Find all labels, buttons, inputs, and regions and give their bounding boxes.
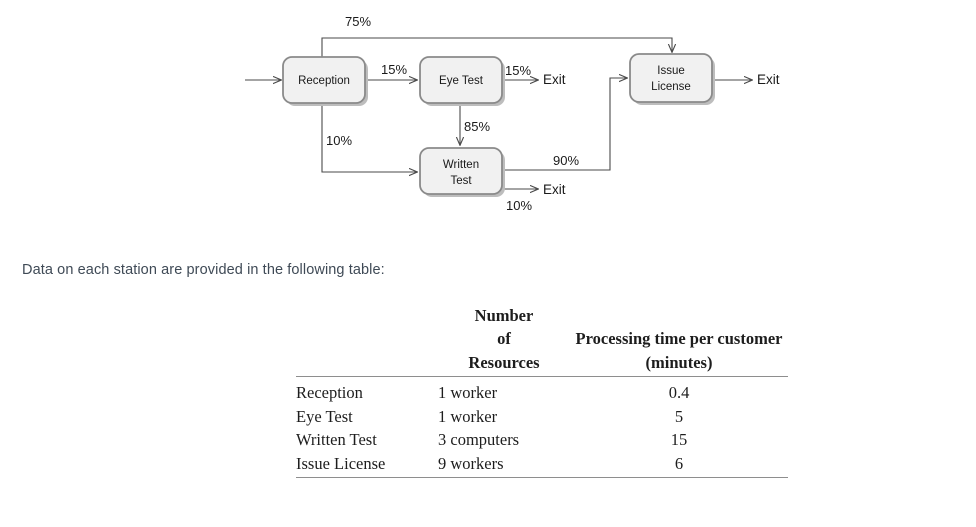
node-eye-test-label: Eye Test [439, 75, 484, 87]
node-issue-license-label-line1: Issue [657, 65, 685, 77]
node-issue-license-label-line2: License [651, 81, 691, 93]
station-data-table: Number of Resources Processing time per … [296, 304, 788, 376]
table-header-resources: Number of Resources [438, 304, 570, 376]
cell-time: 6 [674, 453, 684, 473]
cell-resources: 1 worker [438, 406, 498, 426]
table-header-resources-line2: of [497, 329, 511, 349]
cell-time: 0.4 [668, 383, 690, 403]
cell-resources: 9 workers [438, 453, 504, 473]
edge-label-85-percent: 85% [464, 119, 490, 134]
cell-resources: 1 worker [438, 383, 498, 403]
edge-label-10-percent-reception-written: 10% [326, 133, 352, 148]
station-data-table-wrapper: Number of Resources Processing time per … [296, 304, 788, 478]
station-data-table-body: Reception 1 worker 0.4 Eye Test 1 worker… [296, 379, 788, 475]
cell-resources: 3 computers [438, 430, 520, 450]
table-header-row: Number of Resources Processing time per … [296, 304, 788, 376]
table-row: Written Test 3 computers 15 [296, 428, 788, 451]
table-rule-top [296, 376, 788, 378]
table-header-time-line1: Processing time per customer [575, 329, 783, 349]
exit-label-eye-test: Exit [543, 72, 566, 87]
intro-paragraph: Data on each station are provided in the… [22, 262, 385, 278]
table-header-processing-time: Processing time per customer (minutes) [570, 304, 788, 376]
table-row: Issue License 9 workers 6 [296, 452, 788, 475]
node-reception[interactable]: Reception [282, 56, 368, 106]
edge-reception-to-issue-license [321, 37, 672, 57]
edge-written-test-to-issue-license [502, 78, 627, 171]
edge-reception-to-written-test [321, 103, 417, 172]
exit-label-issue-license: Exit [757, 72, 780, 87]
exit-label-written-test: Exit [543, 182, 566, 197]
flow-connectors [245, 37, 752, 189]
table-header-time-line2: (minutes) [645, 352, 713, 372]
table-row: Reception 1 worker 0.4 [296, 379, 788, 404]
edge-label-15-percent-reception-eye: 15% [381, 62, 407, 77]
cell-time: 5 [674, 406, 684, 426]
node-written-test-label-line2: Test [450, 175, 472, 187]
cell-station: Issue License [296, 453, 386, 473]
cell-station: Reception [296, 383, 363, 403]
table-row: Eye Test 1 worker 5 [296, 405, 788, 428]
edge-label-15-percent-eye-exit: 15% [505, 63, 531, 78]
node-written-test-label-line1: Written [443, 159, 479, 171]
cell-station: Written Test [296, 430, 377, 450]
node-eye-test[interactable]: Eye Test [419, 56, 505, 106]
edge-label-10-percent-written-exit: 10% [506, 198, 532, 213]
process-flow-diagram: Reception Eye Test Written Test Issue Li… [0, 0, 976, 230]
table-rule-bottom [296, 476, 788, 478]
table-header-station [296, 304, 438, 376]
cell-station: Eye Test [296, 406, 353, 426]
cell-time: 15 [670, 430, 688, 450]
edge-label-75-percent: 75% [345, 14, 371, 29]
table-head: Number of Resources Processing time per … [296, 304, 788, 376]
table-header-resources-line1: Number [474, 306, 534, 325]
node-written-test[interactable]: Written Test [419, 147, 505, 197]
node-issue-license[interactable]: Issue License [629, 53, 715, 105]
node-reception-label: Reception [298, 75, 350, 87]
edge-label-90-percent: 90% [553, 153, 579, 168]
table-body: Reception 1 worker 0.4 Eye Test 1 worker… [296, 379, 788, 475]
table-header-resources-line3: Resources [468, 352, 540, 372]
